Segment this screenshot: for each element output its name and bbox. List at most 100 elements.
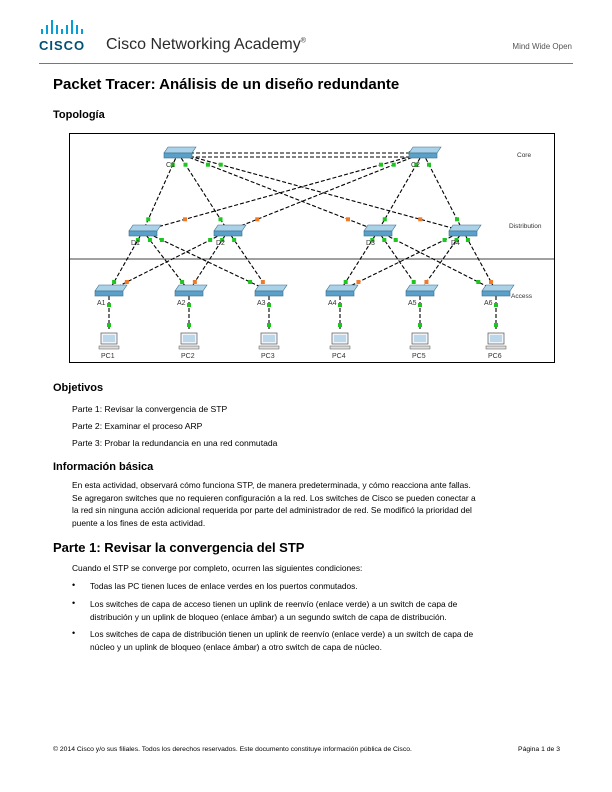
distribution-switch-d3: D3 bbox=[363, 224, 397, 247]
page-title: Packet Tracer: Análisis de un diseño red… bbox=[53, 76, 400, 93]
blocking-port-light bbox=[124, 280, 129, 284]
pc-pc4: PC4 bbox=[329, 332, 351, 360]
forwarding-port-light bbox=[112, 280, 117, 284]
topology-heading: Topología bbox=[53, 109, 105, 121]
blocking-port-light bbox=[255, 217, 260, 222]
forwarding-port-light bbox=[465, 238, 470, 242]
pc-pc3: PC3 bbox=[258, 332, 280, 360]
switch-label: D3 bbox=[366, 240, 375, 247]
forwarding-port-light bbox=[208, 238, 213, 242]
pc-label: PC2 bbox=[181, 353, 195, 360]
switch-label: A3 bbox=[257, 300, 266, 307]
bullet-item: Los switches de capa de acceso tienen un… bbox=[90, 599, 458, 622]
access-switch-a1: A1 bbox=[94, 284, 128, 307]
forwarding-port-light bbox=[159, 238, 164, 242]
pc-label: PC3 bbox=[261, 353, 275, 360]
access-switch-a6: A6 bbox=[481, 284, 515, 307]
access-layer-label: Access bbox=[511, 293, 533, 300]
objective-item: Parte 1: Revisar la convergencia de STP bbox=[72, 404, 228, 414]
switch-label: C2 bbox=[411, 162, 420, 169]
forwarding-port-light bbox=[135, 238, 140, 242]
forwarding-port-light bbox=[442, 238, 447, 242]
access-switch-a4: A4 bbox=[325, 284, 359, 307]
link bbox=[339, 230, 464, 292]
forwarding-port-light bbox=[107, 323, 111, 327]
core-switch-c1: C1 bbox=[163, 146, 197, 169]
forwarding-port-light bbox=[414, 162, 419, 167]
forwarding-port-light bbox=[206, 162, 210, 167]
forwarding-port-light bbox=[370, 238, 375, 242]
core-switch-c2: C2 bbox=[408, 146, 442, 169]
forwarding-port-light bbox=[494, 323, 498, 327]
forwarding-port-light bbox=[180, 280, 185, 284]
page-number: Página 1 de 3 bbox=[518, 746, 560, 753]
switch-label: A5 bbox=[408, 300, 417, 307]
forwarding-port-light bbox=[338, 303, 342, 307]
pc-label: PC5 bbox=[412, 353, 426, 360]
forwarding-port-light bbox=[267, 323, 271, 327]
access-switch-a3: A3 bbox=[254, 284, 288, 307]
pc-label: PC4 bbox=[332, 353, 346, 360]
forwarding-port-light bbox=[248, 280, 253, 284]
footer-copyright: © 2014 Cisco y/o sus filiales. Todos los… bbox=[53, 746, 412, 753]
forwarding-port-light bbox=[187, 303, 191, 307]
forwarding-port-light bbox=[218, 217, 223, 222]
forwarding-port-light bbox=[183, 162, 188, 167]
forwarding-port-light bbox=[379, 162, 383, 167]
pc-pc1: PC1 bbox=[98, 332, 120, 360]
blocking-port-light bbox=[192, 280, 197, 284]
forwarding-port-light bbox=[146, 217, 151, 222]
bullet-item: Todas las PC tienen luces de enlace verd… bbox=[90, 581, 358, 591]
forwarding-port-light bbox=[147, 238, 152, 242]
cisco-logo-text: CISCO bbox=[39, 38, 86, 53]
access-switch-a5: A5 bbox=[405, 284, 439, 307]
objective-item: Parte 3: Probar la redundancia en una re… bbox=[72, 438, 278, 448]
forwarding-port-light bbox=[382, 217, 387, 222]
blocking-port-light bbox=[418, 217, 423, 222]
forwarding-port-light bbox=[218, 162, 223, 167]
blocking-port-light bbox=[424, 280, 429, 284]
forwarding-port-light bbox=[187, 323, 191, 327]
forwarding-port-light bbox=[170, 162, 175, 167]
part1-intro: Cuando el STP se converge por completo, … bbox=[72, 563, 363, 573]
forwarding-port-light bbox=[382, 238, 387, 242]
bullet-dot: • bbox=[72, 628, 76, 638]
blocking-port-light bbox=[346, 217, 350, 222]
link bbox=[177, 152, 464, 232]
pc-label: PC6 bbox=[488, 353, 502, 360]
switch-label: D2 bbox=[216, 240, 225, 247]
switch-label: D4 bbox=[451, 240, 460, 247]
forwarding-port-light bbox=[454, 238, 459, 242]
distribution-switch-d1: D1 bbox=[128, 224, 162, 247]
switch-label: A2 bbox=[177, 300, 186, 307]
forwarding-port-light bbox=[220, 238, 225, 242]
forwarding-port-light bbox=[494, 303, 498, 307]
pc-pc5: PC5 bbox=[409, 332, 431, 360]
forwarding-port-light bbox=[343, 280, 348, 284]
tagline: Mind Wide Open bbox=[512, 42, 572, 51]
link bbox=[227, 152, 424, 232]
objective-item: Parte 2: Examinar el proceso ARP bbox=[72, 421, 203, 431]
cisco-logo-bars bbox=[41, 20, 83, 34]
pc-pc2: PC2 bbox=[178, 332, 200, 360]
academy-name: Cisco Networking Academy® bbox=[106, 36, 306, 53]
part1-heading: Parte 1: Revisar la convergencia del STP bbox=[53, 540, 305, 555]
core-layer-label: Core bbox=[517, 152, 531, 159]
blocking-port-light bbox=[183, 217, 187, 222]
bullet-dot: • bbox=[72, 580, 76, 590]
forwarding-port-light bbox=[455, 217, 459, 222]
forwarding-port-light bbox=[232, 238, 237, 242]
forwarding-port-light bbox=[418, 303, 422, 307]
forwarding-port-light bbox=[411, 280, 416, 284]
link bbox=[142, 152, 424, 232]
blocking-port-light bbox=[356, 280, 361, 284]
forwarding-port-light bbox=[391, 162, 396, 167]
forwarding-port-light bbox=[427, 162, 431, 167]
switch-label: A1 bbox=[97, 300, 106, 307]
access-switch-a2: A2 bbox=[174, 284, 208, 307]
objectives-heading: Objetivos bbox=[53, 382, 104, 394]
link bbox=[142, 230, 270, 292]
forwarding-port-light bbox=[267, 303, 271, 307]
header-divider bbox=[39, 63, 573, 64]
